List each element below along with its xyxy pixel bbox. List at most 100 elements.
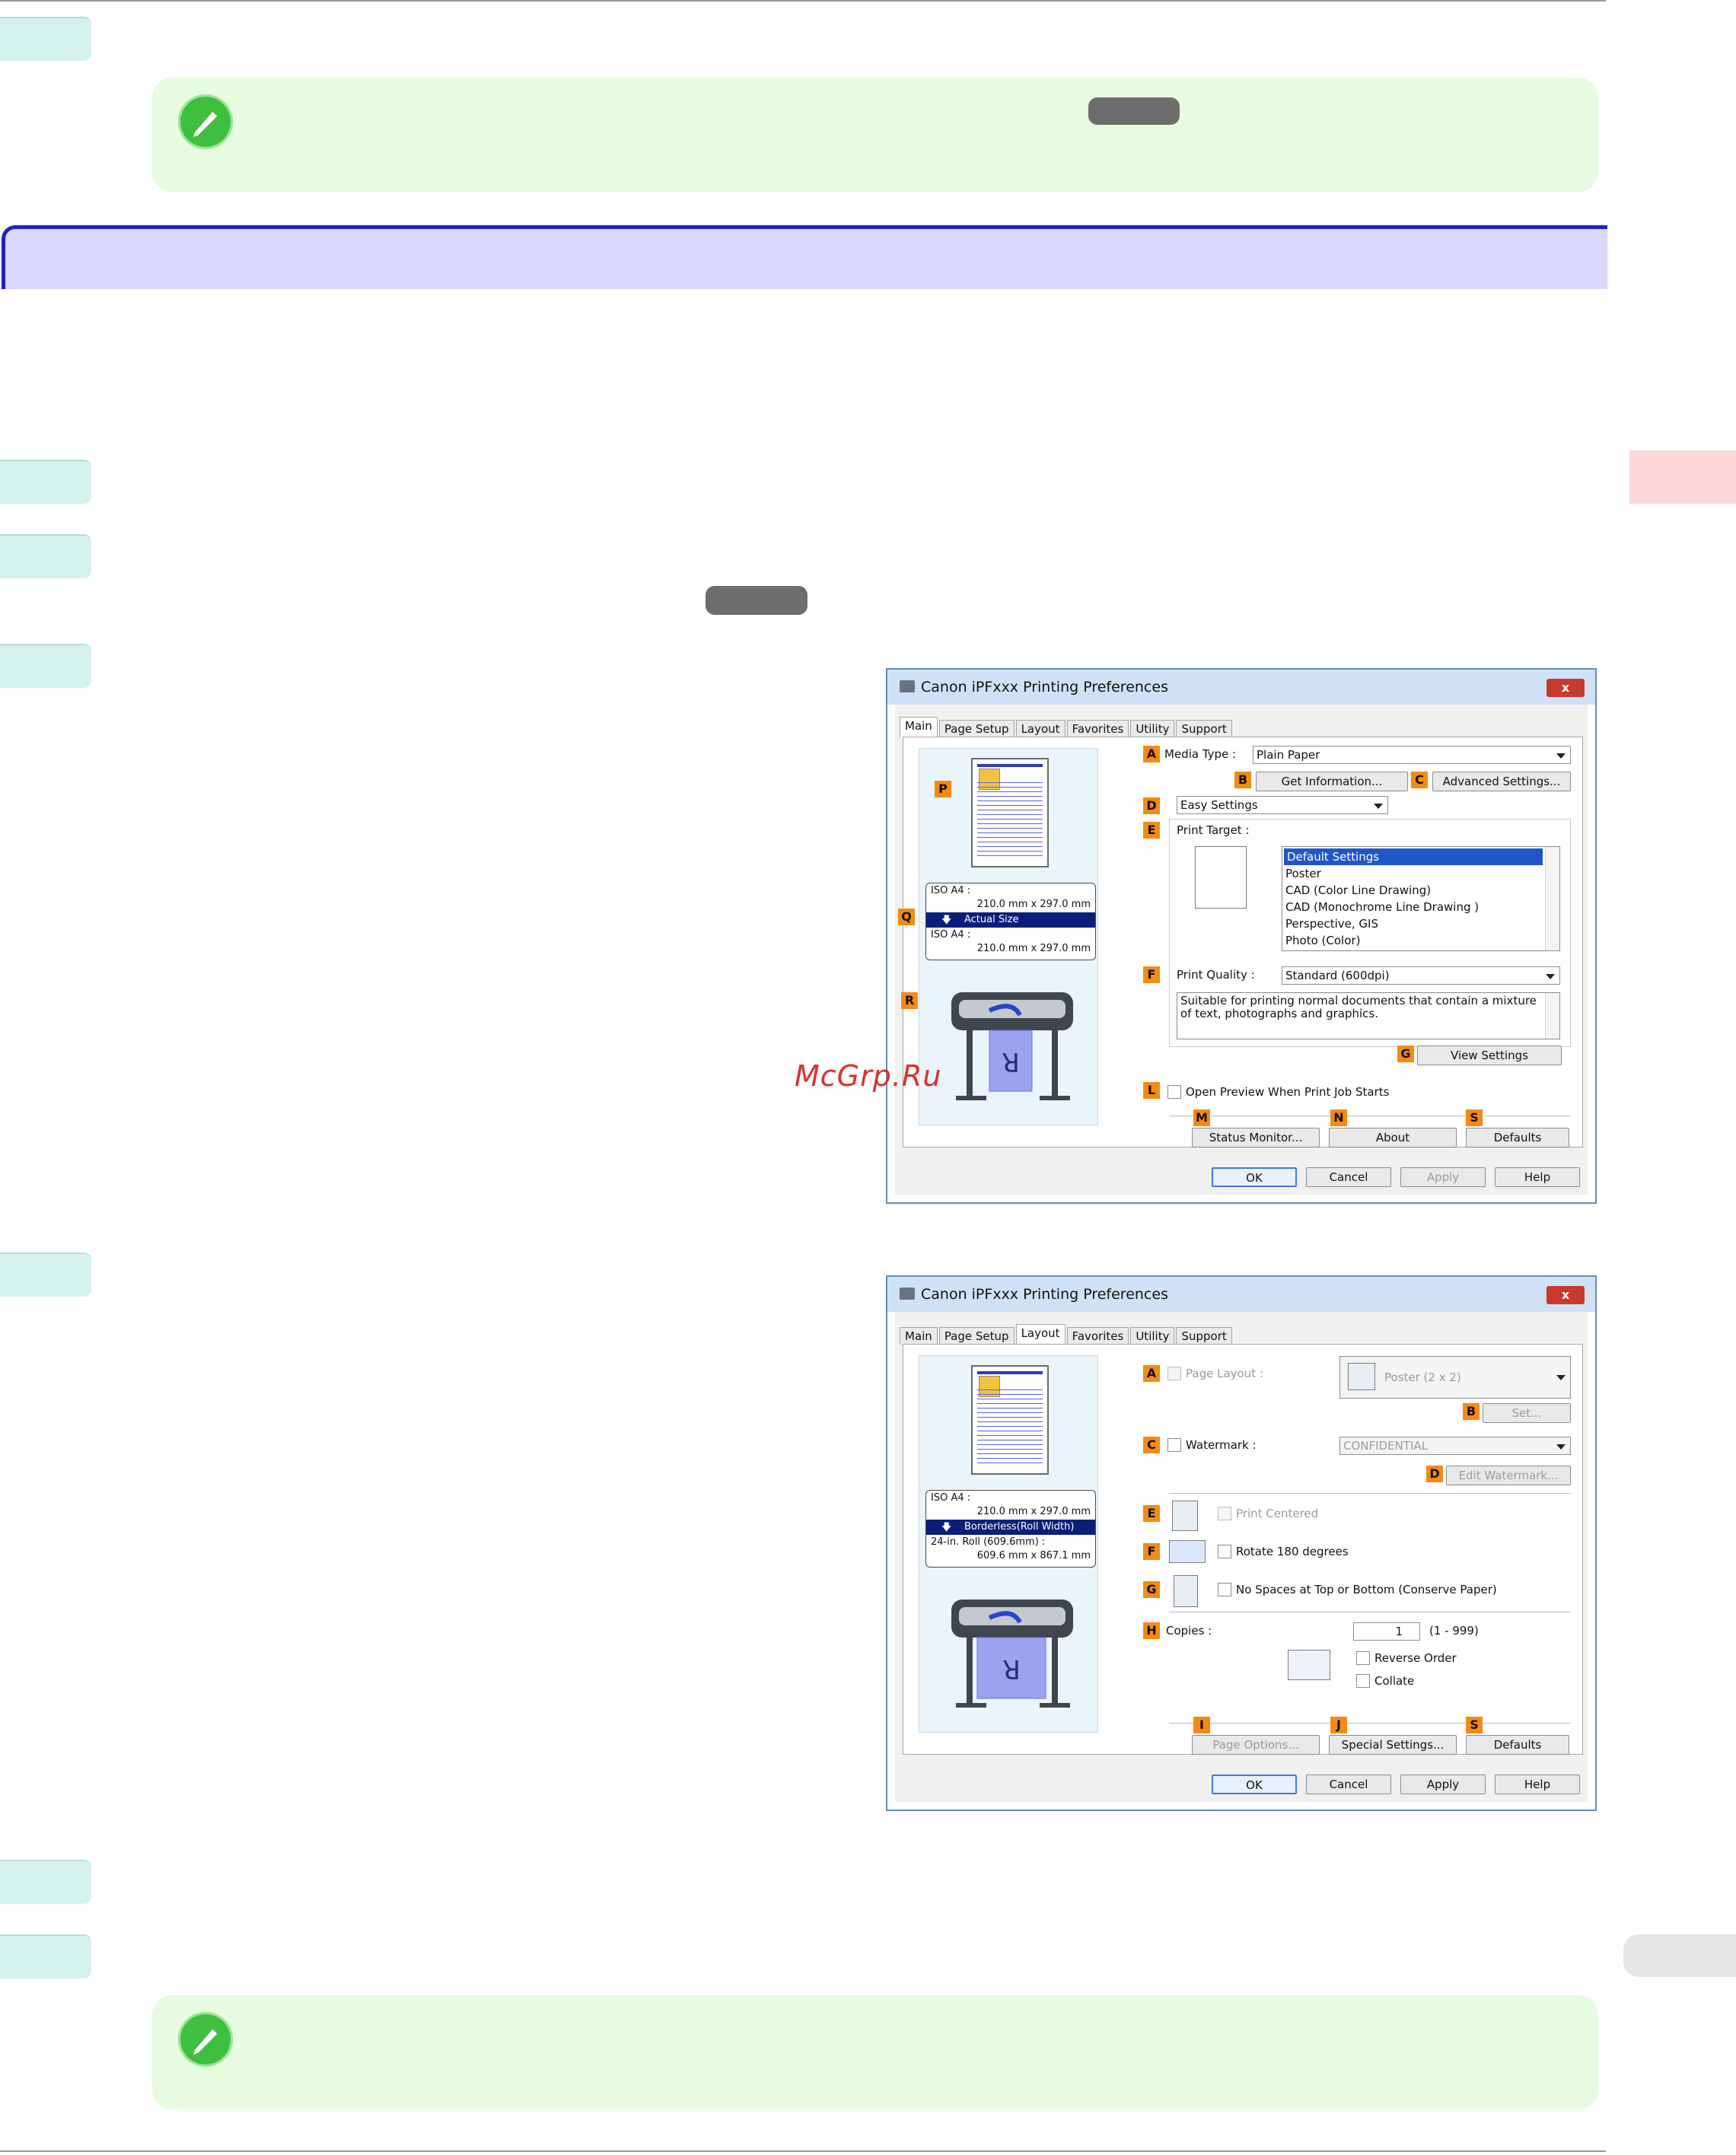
label-b: B xyxy=(1463,1403,1480,1420)
list-item[interactable]: Photo (Color) xyxy=(1285,934,1361,947)
step-marker xyxy=(0,460,91,504)
reverse-order-checkbox[interactable] xyxy=(1356,1651,1370,1665)
advanced-settings-button[interactable]: Advanced Settings... xyxy=(1432,772,1571,791)
tab-favorites[interactable]: Favorites xyxy=(1066,720,1129,737)
label-n: N xyxy=(1330,1109,1347,1126)
ok-button[interactable]: OK xyxy=(1212,1775,1297,1794)
set-button[interactable]: Set... xyxy=(1483,1403,1571,1423)
print-centered-icon xyxy=(1172,1501,1198,1531)
link-pill[interactable] xyxy=(706,586,807,615)
print-quality-select[interactable]: Standard (600dpi) xyxy=(1282,966,1560,985)
apply-button[interactable]: Apply xyxy=(1400,1167,1486,1187)
size-bottom-name: ISO A4 : xyxy=(931,929,971,941)
copies-stack-icon xyxy=(1288,1650,1330,1680)
list-scrollbar[interactable] xyxy=(1545,847,1559,950)
about-button[interactable]: About xyxy=(1329,1128,1457,1148)
chevron-down-icon xyxy=(1556,753,1566,759)
chevron-down-icon xyxy=(1556,1444,1566,1450)
tab-page-setup[interactable]: Page Setup xyxy=(938,1327,1015,1345)
collate-label: Collate xyxy=(1374,1674,1415,1688)
media-type-select[interactable]: Plain Paper xyxy=(1253,746,1571,764)
size-mode: Actual Size xyxy=(964,914,1019,925)
easy-settings-select[interactable]: Easy Settings xyxy=(1177,796,1388,814)
page-layout-select[interactable]: Poster (2 x 2) xyxy=(1339,1356,1571,1399)
note-box xyxy=(152,1995,1598,2109)
print-target-list[interactable]: Default Settings Poster CAD (Color Line … xyxy=(1282,846,1560,951)
cancel-button[interactable]: Cancel xyxy=(1306,1775,1391,1794)
tab-main[interactable]: Main xyxy=(900,1327,938,1345)
list-item[interactable]: Poster xyxy=(1285,867,1321,880)
top-rule xyxy=(0,0,1606,2)
defaults-button[interactable]: Defaults xyxy=(1466,1128,1569,1148)
step-marker xyxy=(0,534,91,578)
copies-stepper[interactable]: 1 xyxy=(1353,1622,1420,1641)
chapter-side-tab[interactable] xyxy=(1629,450,1736,504)
link-pill[interactable] xyxy=(1088,97,1180,125)
open-preview-checkbox[interactable] xyxy=(1167,1085,1181,1099)
tab-utility[interactable]: Utility xyxy=(1130,1327,1175,1345)
special-settings-button[interactable]: Special Settings... xyxy=(1329,1735,1457,1755)
label-e: E xyxy=(1143,822,1160,839)
get-information-button[interactable]: Get Information... xyxy=(1256,772,1408,791)
step-marker xyxy=(0,1253,91,1297)
easy-settings-value: Easy Settings xyxy=(1180,798,1258,812)
collate-checkbox[interactable] xyxy=(1356,1674,1370,1688)
status-monitor-button[interactable]: Status Monitor... xyxy=(1192,1128,1320,1148)
help-button[interactable]: Help xyxy=(1495,1167,1580,1187)
rotate-icon xyxy=(1169,1540,1206,1563)
tab-utility[interactable]: Utility xyxy=(1130,720,1175,737)
bottom-rule xyxy=(0,2150,1606,2152)
list-item[interactable]: Default Settings xyxy=(1284,848,1543,865)
watermark-label: Watermark : xyxy=(1186,1438,1257,1452)
apply-button[interactable]: Apply xyxy=(1400,1775,1486,1794)
page-number-side-tab xyxy=(1623,1934,1736,1977)
copies-label: Copies : xyxy=(1166,1624,1212,1638)
tab-page-setup[interactable]: Page Setup xyxy=(938,720,1015,737)
size-bottom-dims: 210.0 mm x 297.0 mm xyxy=(976,943,1091,954)
tab-layout[interactable]: Layout xyxy=(1015,720,1065,737)
printing-preferences-dialog-main: Canon iPFxxx Printing Preferences x Main… xyxy=(886,668,1597,1204)
no-spaces-label: No Spaces at Top or Bottom (Conserve Pap… xyxy=(1236,1583,1497,1596)
watermark-select[interactable]: CONFIDENTIAL xyxy=(1339,1437,1571,1455)
pencil-note-icon xyxy=(178,94,233,149)
watermark-value: CONFIDENTIAL xyxy=(1343,1439,1429,1453)
no-spaces-checkbox[interactable] xyxy=(1218,1583,1231,1596)
step-marker xyxy=(0,644,91,688)
rotate-180-checkbox[interactable] xyxy=(1218,1545,1231,1558)
print-centered-checkbox[interactable] xyxy=(1218,1507,1231,1520)
dialog-title: Canon iPFxxx Printing Preferences xyxy=(921,1286,1168,1303)
label-m: M xyxy=(1193,1109,1210,1126)
page-text-lines xyxy=(977,782,1043,858)
tab-main[interactable]: Main xyxy=(900,717,938,738)
page-preview xyxy=(971,1365,1049,1475)
watermark-checkbox[interactable] xyxy=(1167,1438,1181,1452)
view-settings-button[interactable]: View Settings xyxy=(1417,1046,1562,1065)
label-q: Q xyxy=(898,909,915,925)
label-e: E xyxy=(1143,1505,1160,1522)
tab-support[interactable]: Support xyxy=(1176,1327,1232,1345)
page-layout-value: Poster (2 x 2) xyxy=(1384,1370,1461,1384)
list-item[interactable]: CAD (Color Line Drawing) xyxy=(1285,883,1432,897)
cancel-button[interactable]: Cancel xyxy=(1306,1167,1391,1187)
description-scrollbar[interactable] xyxy=(1545,993,1559,1039)
title-bar: Canon iPFxxx Printing Preferences x xyxy=(887,1277,1595,1312)
help-button[interactable]: Help xyxy=(1495,1775,1580,1794)
print-target-label: Print Target : xyxy=(1177,823,1250,837)
preview-area: ISO A4 : 210.0 mm x 297.0 mm 🡇 Borderles… xyxy=(919,1355,1098,1733)
printer-illustration-icon: R xyxy=(951,992,1073,1100)
tab-support[interactable]: Support xyxy=(1176,720,1232,737)
tab-layout[interactable]: Layout xyxy=(1015,1324,1065,1345)
defaults-button[interactable]: Defaults xyxy=(1466,1735,1569,1755)
page-options-button[interactable]: Page Options... xyxy=(1192,1735,1320,1755)
label-c: C xyxy=(1143,1437,1160,1453)
tab-favorites[interactable]: Favorites xyxy=(1066,1327,1129,1345)
label-d: D xyxy=(1143,797,1160,814)
list-item[interactable]: Perspective, GIS xyxy=(1285,917,1378,931)
page-layout-checkbox[interactable] xyxy=(1167,1367,1181,1380)
ok-button[interactable]: OK xyxy=(1212,1167,1297,1187)
list-item[interactable]: CAD (Monochrome Line Drawing ) xyxy=(1285,900,1480,914)
edit-watermark-button[interactable]: Edit Watermark... xyxy=(1446,1466,1571,1485)
label-a: A xyxy=(1143,1365,1160,1382)
close-button[interactable]: x xyxy=(1546,1286,1585,1304)
close-button[interactable]: x xyxy=(1546,679,1585,697)
